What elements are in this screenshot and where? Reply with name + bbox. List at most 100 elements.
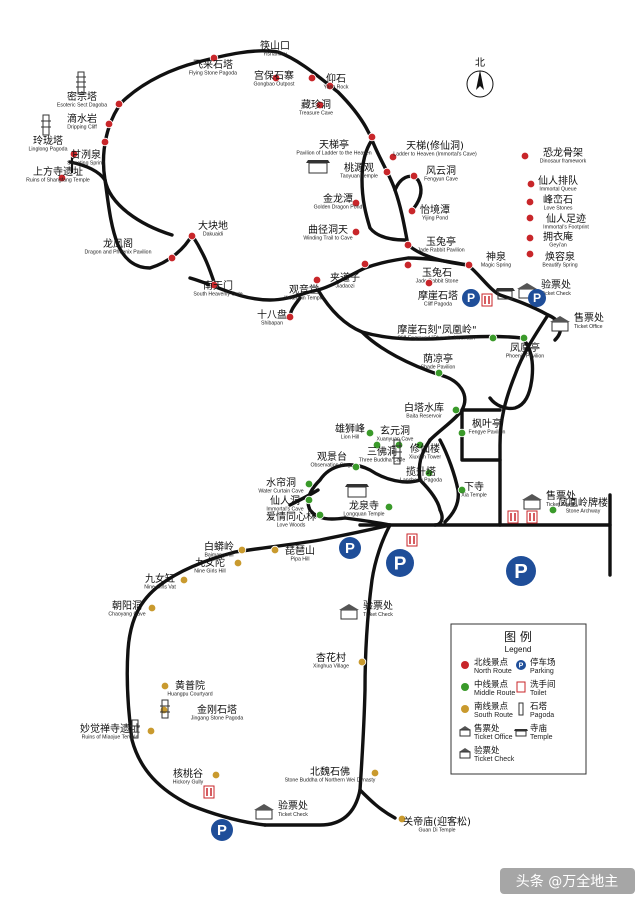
spot-name-en: Observation Stage (311, 463, 354, 469)
spot-name-en: Flying Stone Pagoda (189, 71, 237, 77)
north-route-marker (388, 152, 398, 162)
spot-name-en: Baita Reservoir (406, 414, 442, 420)
spot-name-en: Kwan-yin Temple (284, 296, 324, 302)
spot-name: 龙泉寺 (349, 499, 379, 512)
spot-name: 水帘洞 (266, 476, 296, 489)
spot-name-en: Dinosaur framework (540, 159, 587, 165)
spot-name: 仙人排队 (538, 174, 578, 187)
spot-name: 九女缸 (145, 572, 175, 585)
ticket-label: 验票处 (541, 278, 571, 291)
south-route-marker (370, 768, 380, 778)
north-route-marker (360, 259, 370, 269)
legend-label-en: South Route (474, 712, 513, 719)
spot-name: 玄元洞 (380, 424, 410, 437)
temple-icon (495, 288, 515, 300)
middle-route-marker (365, 428, 375, 438)
parking-letter: P (217, 823, 227, 839)
north-route-marker (525, 233, 535, 243)
trail-network (68, 49, 612, 827)
spot-name-en: Linglong Pagoda (29, 147, 68, 153)
ticket-roof-icon (522, 494, 542, 500)
legend-label-en: Pagoda (530, 712, 554, 719)
spot-name: 金刚石塔 (197, 703, 237, 716)
parking-letter: P (345, 541, 355, 557)
spot-name-en: Ruins of Shangfang Temple (26, 178, 90, 184)
spot-name-en: Treasure Cave (299, 111, 333, 117)
parking-icon (516, 660, 526, 670)
watermark: 头条 @万全地主 (500, 868, 635, 894)
spot-name: 天梯(修仙洞) (406, 139, 464, 152)
spot-name: 仰石 (326, 73, 346, 85)
spot-name: 十八盘 (257, 308, 287, 321)
spot-name-en: South Heavenly Gate (193, 292, 242, 298)
north-route-marker (315, 100, 325, 110)
middle-route-marker (548, 505, 558, 515)
spot-cliff-engraved-phoenix-mountain: 摩崖石刻"凤凰岭"Cliff-Engraved "Phoenix Mountai… (397, 323, 498, 343)
spot-name-en: Three Buddha Cave (359, 458, 406, 464)
toilet-icon (526, 510, 538, 524)
spot-name: 核桃谷 (173, 767, 203, 780)
spot-name: 关帝庙(迎客松) (403, 815, 471, 828)
spot-name: 仙人洞 (270, 494, 300, 507)
spot-name-en: Nine Girls Hill (194, 569, 225, 575)
spot-name: 怡境潭 (420, 203, 450, 216)
spot-name: 黄普院 (175, 679, 205, 692)
middle-route-marker (415, 440, 425, 450)
spot-name: 仙人足迹 (546, 212, 586, 225)
spot-name: 凤凰亭 (510, 341, 540, 354)
spot-name-en: Water Curtain Cave (258, 489, 303, 495)
toilet-icon (406, 533, 418, 547)
ticket-roof-icon (339, 604, 359, 610)
spot-name-en: Pipa Hill (290, 557, 309, 563)
north-route-marker (367, 132, 377, 142)
spot-name: 拥衣庵 (543, 230, 573, 243)
middle-route-marker (519, 333, 529, 343)
middle-route-marker (304, 495, 314, 505)
spot-name: 玉兔石 (422, 266, 452, 279)
spot-name: 峰峦石 (543, 193, 573, 206)
spot-name: 九女陀 (195, 556, 225, 569)
middle-route-marker (372, 440, 382, 450)
toilet-icon (203, 785, 215, 799)
spot-name-en: Cliff-Engraved "Phoenix Mountain" (397, 336, 477, 342)
south-route-marker (179, 575, 189, 585)
parking-letter: P (533, 291, 541, 305)
north-route-marker (312, 275, 322, 285)
ticket-label-en: Ticket Check (546, 502, 576, 508)
middle-route-marker (315, 510, 325, 520)
north-route-marker (351, 198, 361, 208)
middle-route-marker (457, 485, 467, 495)
legend-title: 图 例 (504, 630, 532, 644)
north-route-marker (307, 73, 317, 83)
spot-name-en: Stone Buddha of Northern Wei Dynasty (285, 778, 376, 784)
spot-name-en: Ruins of Miaojue Temple (82, 735, 139, 741)
parking-icon: P (339, 537, 361, 559)
spot-name-en: Winding Trail to Cave (303, 236, 352, 242)
legend-label-en: Ticket Check (474, 756, 515, 763)
south-route-marker (147, 603, 157, 613)
spot-name: 恐龙骨架 (543, 146, 583, 159)
spot-name-en: Esoteric Sect Dagoba (57, 103, 107, 109)
pagoda-icon (130, 719, 140, 739)
north-route-marker (403, 260, 413, 270)
south-route-marker (397, 814, 407, 824)
orange-dot-icon (461, 705, 469, 713)
